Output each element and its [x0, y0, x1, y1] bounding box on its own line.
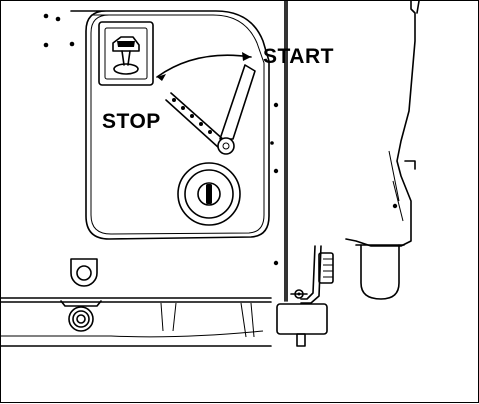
- key-lock-icon: [177, 162, 241, 226]
- bracket-fitting-icon: [276, 245, 334, 347]
- stop-label: STOP: [102, 110, 161, 133]
- control-panel: [70, 10, 270, 240]
- machine-base: [1, 258, 272, 347]
- rotation-arrow-icon: [156, 52, 252, 81]
- machine-housing: [270, 1, 420, 302]
- start-label: START: [263, 45, 334, 68]
- reservoir-icon: [355, 244, 405, 300]
- lever-icon: [165, 64, 256, 155]
- screw-icons: [43, 13, 75, 48]
- toggle-switch-icon: [98, 21, 154, 86]
